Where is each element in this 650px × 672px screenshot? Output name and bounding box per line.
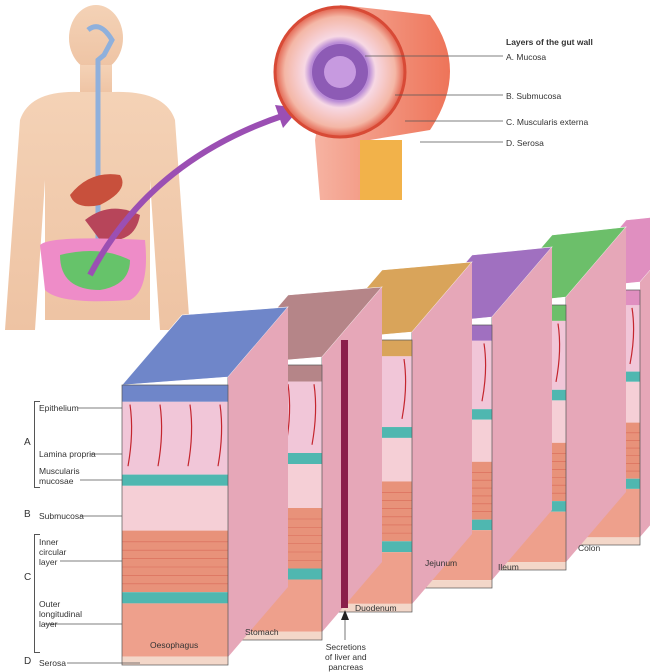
serosa-label: Serosa xyxy=(39,658,66,668)
bracket-a xyxy=(34,401,40,488)
group-a-label: A xyxy=(24,437,31,448)
group-c-label: C xyxy=(24,572,32,583)
submucosa-label: Submucosa xyxy=(39,511,84,521)
segment-oesophagus-label: Oesophagus xyxy=(150,640,199,650)
segment-jejunum-label: Jejunum xyxy=(425,558,458,568)
layer-submucosa: B. Submucosa xyxy=(506,91,562,101)
lamina-propria-label: Lamina propria xyxy=(39,449,96,459)
secretions-arrow-icon xyxy=(341,610,349,620)
bracket-c xyxy=(34,534,40,653)
segment-stomach-label: Stomach xyxy=(245,627,279,637)
segment-oesophagus xyxy=(121,306,289,666)
group-b-label: B xyxy=(24,509,31,520)
intestinal-wall-block xyxy=(121,217,650,666)
segment-duodenum-label: Duodenum xyxy=(355,603,397,613)
inset-title: Layers of the gut wall xyxy=(506,37,593,47)
gut-cross-section xyxy=(273,5,450,200)
segment-ileum-label: Ileum xyxy=(498,562,519,572)
human-torso-figure xyxy=(5,5,190,330)
bile-duct xyxy=(341,340,348,608)
layer-mucosa: A. Mucosa xyxy=(506,52,547,62)
layer-serosa: D. Serosa xyxy=(506,138,544,148)
segment-colon-label: Colon xyxy=(578,543,601,553)
layer-muscularis-externa: C. Muscularis externa xyxy=(506,117,589,127)
epithelium-label: Epithelium xyxy=(39,403,79,413)
group-d-label: D xyxy=(24,656,32,667)
pointer-arrow xyxy=(87,112,286,277)
